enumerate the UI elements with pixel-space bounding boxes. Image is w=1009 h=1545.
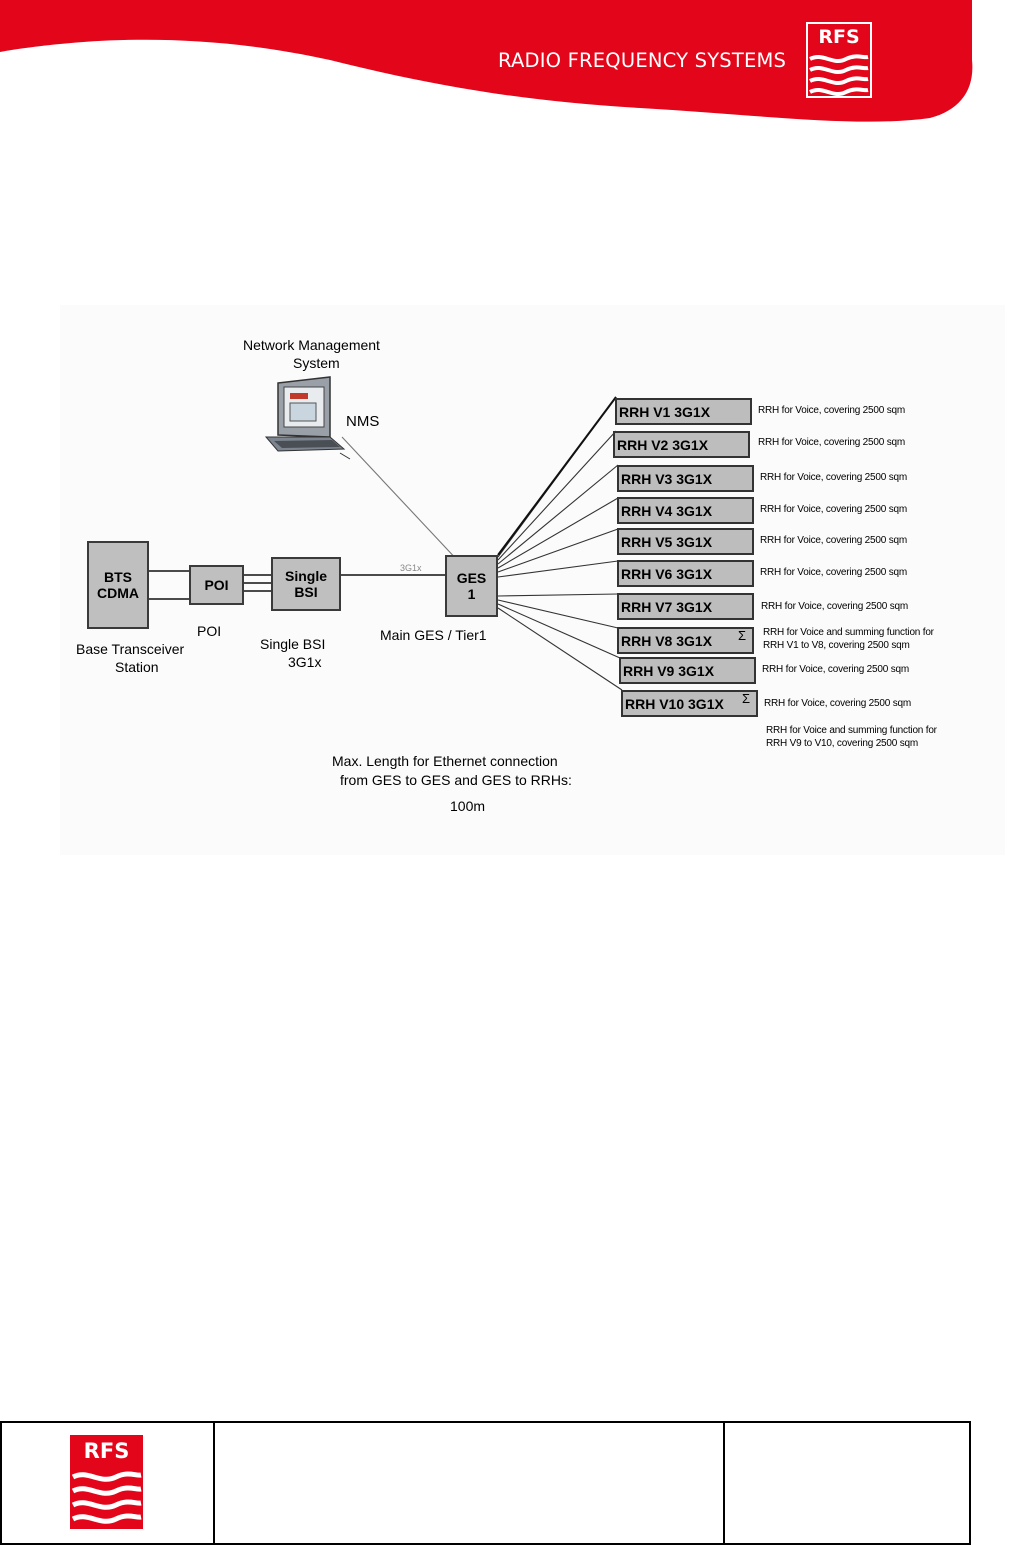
footer-cell-right	[723, 1423, 725, 1543]
nms-title-line2: System	[293, 355, 340, 371]
max-length-line1: Max. Length for Ethernet connection	[332, 753, 558, 769]
poi-box: POI	[189, 565, 244, 605]
nms-label: NMS	[346, 413, 380, 430]
rrh-v10-extra-line1: RRH for Voice and summing function for	[766, 725, 937, 736]
rrh-v8-box: RRH V8 3G1X Σ	[617, 627, 754, 654]
page-footer-table: RFS	[0, 1421, 971, 1545]
rrh-v2-box: RRH V2 3G1X	[613, 431, 750, 458]
rrh-v4-box: RRH V4 3G1X	[617, 497, 754, 524]
computer-workstation-icon	[264, 376, 351, 460]
rrh-label: RRH V7 3G1X	[621, 598, 713, 615]
rrh-v3-box: RRH V3 3G1X	[617, 465, 754, 492]
rrh-v5-box: RRH V5 3G1X	[617, 528, 754, 555]
page-header: RADIO FREQUENCY SYSTEMS RFS	[0, 0, 1009, 130]
bts-line2: CDMA	[97, 585, 139, 601]
rrh-v6-box: RRH V6 3G1X	[617, 560, 754, 587]
bts-caption-line2: Station	[115, 659, 159, 675]
header-swoosh	[0, 0, 973, 122]
sigma-icon: Σ	[741, 691, 750, 706]
rrh-v8-note-line2: RRH V1 to V8, covering 2500 sqm	[763, 640, 910, 651]
rrh-v4-note: RRH for Voice, covering 2500 sqm	[760, 504, 908, 515]
rrh-label: RRH V5 3G1X	[621, 533, 713, 550]
rrh-v2-note: RRH for Voice, covering 2500 sqm	[758, 437, 906, 448]
footer-cell-middle	[213, 1423, 215, 1543]
bts-line1: BTS	[104, 568, 132, 585]
rfs-logo: RFS	[806, 22, 872, 98]
rrh-label: RRH V1 3G1X	[619, 403, 711, 420]
rrh-label: RRH V8 3G1X	[621, 632, 713, 649]
rrh-v6-note: RRH for Voice, covering 2500 sqm	[760, 567, 908, 578]
ges-line2: 1	[467, 586, 476, 602]
rrh-v5-note: RRH for Voice, covering 2500 sqm	[760, 535, 908, 546]
company-name: RADIO FREQUENCY SYSTEMS	[498, 49, 787, 72]
poi-caption: POI	[197, 623, 222, 639]
rrh-v10-box: RRH V10 3G1X Σ	[621, 690, 758, 717]
max-length-line2: from GES to GES and GES to RRHs:	[340, 772, 572, 788]
logo-text: RFS	[818, 26, 860, 48]
rrh-v1-box: RRH V1 3G1X	[615, 398, 752, 425]
rrh-label: RRH V9 3G1X	[623, 662, 715, 679]
max-length-line3: 100m	[450, 798, 486, 814]
link-label-3g1x: 3G1x	[400, 563, 422, 573]
rrh-label: RRH V6 3G1X	[621, 565, 713, 582]
rrh-label: RRH V2 3G1X	[617, 436, 709, 453]
wave-icon	[71, 1471, 142, 1524]
rrh-v10-extra-line2: RRH V9 to V10, covering 2500 sqm	[766, 738, 919, 749]
rrh-v8-note-line1: RRH for Voice and summing function for	[763, 627, 934, 638]
rrh-v9-note: RRH for Voice, covering 2500 sqm	[762, 664, 910, 675]
footer-rfs-logo: RFS	[70, 1435, 143, 1529]
ges-caption: Main GES / Tier1	[380, 627, 487, 643]
rrh-v10-note: RRH for Voice, covering 2500 sqm	[764, 698, 912, 709]
bts-caption-line1: Base Transceiver	[76, 641, 185, 657]
rrh-label: RRH V3 3G1X	[621, 470, 713, 487]
sigma-icon: Σ	[737, 628, 746, 643]
rrh-v7-box: RRH V7 3G1X	[617, 593, 754, 620]
rrh-v3-note: RRH for Voice, covering 2500 sqm	[760, 472, 908, 483]
rrh-v7-note: RRH for Voice, covering 2500 sqm	[761, 601, 909, 612]
ges-line1: GES	[456, 569, 487, 586]
rrh-label: RRH V10 3G1X	[625, 695, 724, 712]
bsi-caption-line2: 3G1x	[288, 654, 322, 670]
wave-icon	[809, 54, 869, 96]
bsi-line1: Single	[284, 567, 327, 584]
footer-logo-text: RFS	[83, 1439, 130, 1463]
rrh-v1-note: RRH for Voice, covering 2500 sqm	[758, 405, 906, 416]
bsi-line2: BSI	[294, 584, 318, 600]
rrh-v9-box: RRH V9 3G1X	[619, 657, 756, 684]
nms-title-line1: Network Management	[243, 337, 380, 353]
bsi-caption-line1: Single BSI	[260, 636, 326, 652]
rrh-label: RRH V4 3G1X	[621, 502, 713, 519]
